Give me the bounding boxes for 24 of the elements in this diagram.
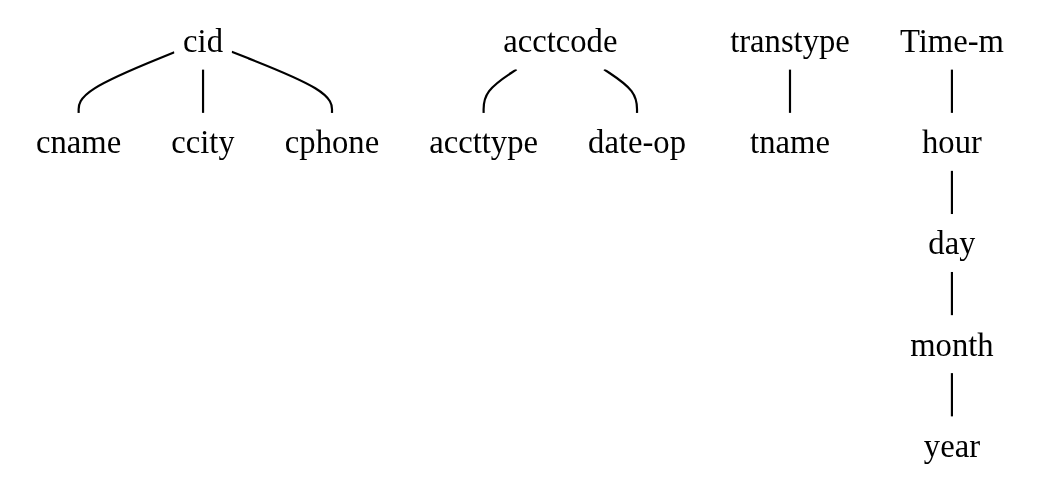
connector (603, 68, 639, 113)
node-text: day (928, 225, 976, 261)
connector (950, 170, 954, 215)
connector (950, 373, 954, 417)
node-text: tname (750, 123, 830, 160)
node-text: hour (922, 123, 982, 160)
connector (231, 50, 334, 113)
node-text: cname (36, 123, 122, 160)
node-text: cphone (284, 123, 380, 160)
connector (950, 69, 954, 113)
connector (482, 68, 518, 113)
node-text: ccity (171, 123, 235, 160)
node-text: date-op (588, 123, 686, 160)
node-text: month (910, 326, 994, 363)
connector (950, 271, 954, 316)
node-text: transtype (730, 22, 850, 59)
connector (201, 69, 205, 113)
node-text: acctcode (503, 22, 618, 59)
node-text: cid (183, 22, 223, 59)
connector (77, 51, 175, 113)
connector (788, 69, 792, 113)
node-text: accttype (429, 123, 538, 160)
node-text: year (923, 427, 981, 464)
node-text: Time-m (899, 22, 1004, 59)
